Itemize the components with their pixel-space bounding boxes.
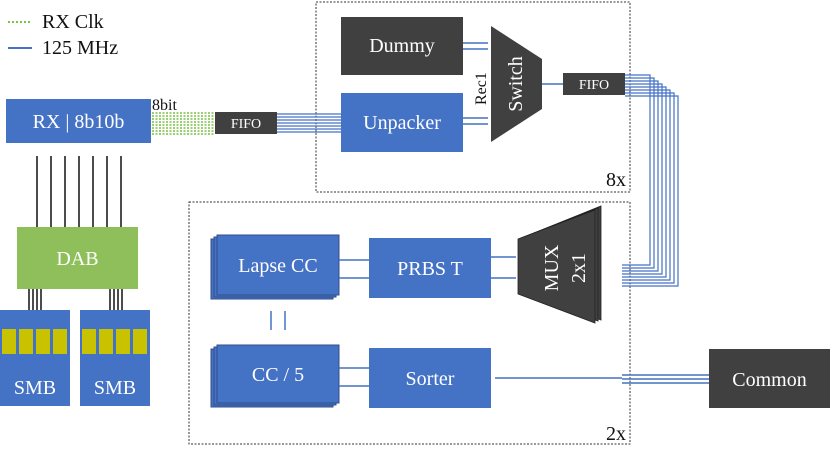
smb-left-block (0, 310, 70, 406)
fifo-in-block (215, 112, 277, 134)
sorter-to-common-wire (495, 374, 709, 384)
cc5-block (216, 344, 340, 404)
dummy-label: Dummy (369, 35, 435, 57)
lapse-to-prbs-wire (339, 259, 369, 279)
switch-label: Switch (505, 56, 527, 112)
common-label: Common (732, 369, 806, 391)
mux-size-label: 2x1 (568, 253, 590, 283)
fifo-to-unpacker-bus (277, 113, 341, 133)
cc5-label: CC / 5 (252, 364, 304, 386)
dab-to-smb-left-wires (28, 289, 42, 310)
rx-8b10b-block (6, 99, 151, 143)
rx-bit-width-label: 8bit (152, 97, 177, 114)
mux-label: MUX (541, 244, 563, 291)
rx-clock-bus (152, 112, 215, 135)
smb-left-pad (2, 329, 16, 354)
lower-group-frame (188, 201, 631, 445)
smb-left-pad (19, 329, 33, 354)
smb-right-pad (116, 329, 130, 354)
dab-label: DAB (56, 248, 98, 270)
fifo-out-block (563, 73, 625, 95)
smb-right-module: SMB (80, 310, 150, 406)
lapse-cc-label: Lapse CC (238, 255, 317, 277)
lower-group-multiplicity: 2x (606, 423, 626, 445)
prbs-to-mux-wire (491, 256, 516, 279)
rx-to-dab-bus (36, 156, 122, 227)
dab-block (17, 227, 138, 289)
cc5-stack: CC / 5 (210, 344, 340, 408)
lapse-cc-block (216, 234, 340, 296)
smb-left-module: SMB (0, 310, 70, 406)
unpacker-block (341, 93, 463, 152)
lapse-to-cc5-wire (270, 311, 286, 330)
switch-block (491, 26, 542, 142)
upper-group-multiplicity: 8x (606, 169, 626, 191)
legend-125mhz-label: 125 MHz (42, 37, 118, 59)
dab-to-smb-right-wires (109, 289, 123, 310)
lapse-cc-stack: Lapse CC (210, 234, 340, 300)
sorter-block (369, 348, 491, 408)
smb-left-pad (53, 329, 67, 354)
smb-right-label: SMB (94, 377, 136, 399)
legend-rx-clk-label: RX Clk (42, 11, 104, 33)
fifo-to-mux-bus (622, 74, 679, 287)
unpacker-label: Unpacker (363, 112, 441, 134)
smb-right-pad (133, 329, 147, 354)
smb-right-pad (82, 329, 96, 354)
cc5-to-sorter-wire (339, 367, 369, 387)
mux-block (517, 209, 596, 324)
rec1-label: Rec1 (473, 72, 490, 105)
dummy-block (341, 17, 463, 75)
smb-right-block (80, 310, 150, 406)
dummy-to-switch-wire (463, 42, 488, 50)
common-block (709, 349, 830, 408)
prbs-t-label: PRBS T (397, 258, 463, 280)
unpacker-to-switch-wire (463, 117, 488, 125)
smb-left-label: SMB (14, 377, 56, 399)
sorter-label: Sorter (406, 368, 455, 390)
smb-left-pad (36, 329, 50, 354)
mux-stack: MUX 2x1 (517, 205, 602, 324)
legend: RX Clk 125 MHz (8, 11, 118, 59)
prbs-t-block (369, 238, 491, 298)
fifo-out-label: FIFO (579, 78, 609, 93)
fifo-in-label: FIFO (231, 117, 261, 132)
smb-right-pad (99, 329, 113, 354)
rx-8b10b-label: RX | 8b10b (33, 111, 125, 133)
